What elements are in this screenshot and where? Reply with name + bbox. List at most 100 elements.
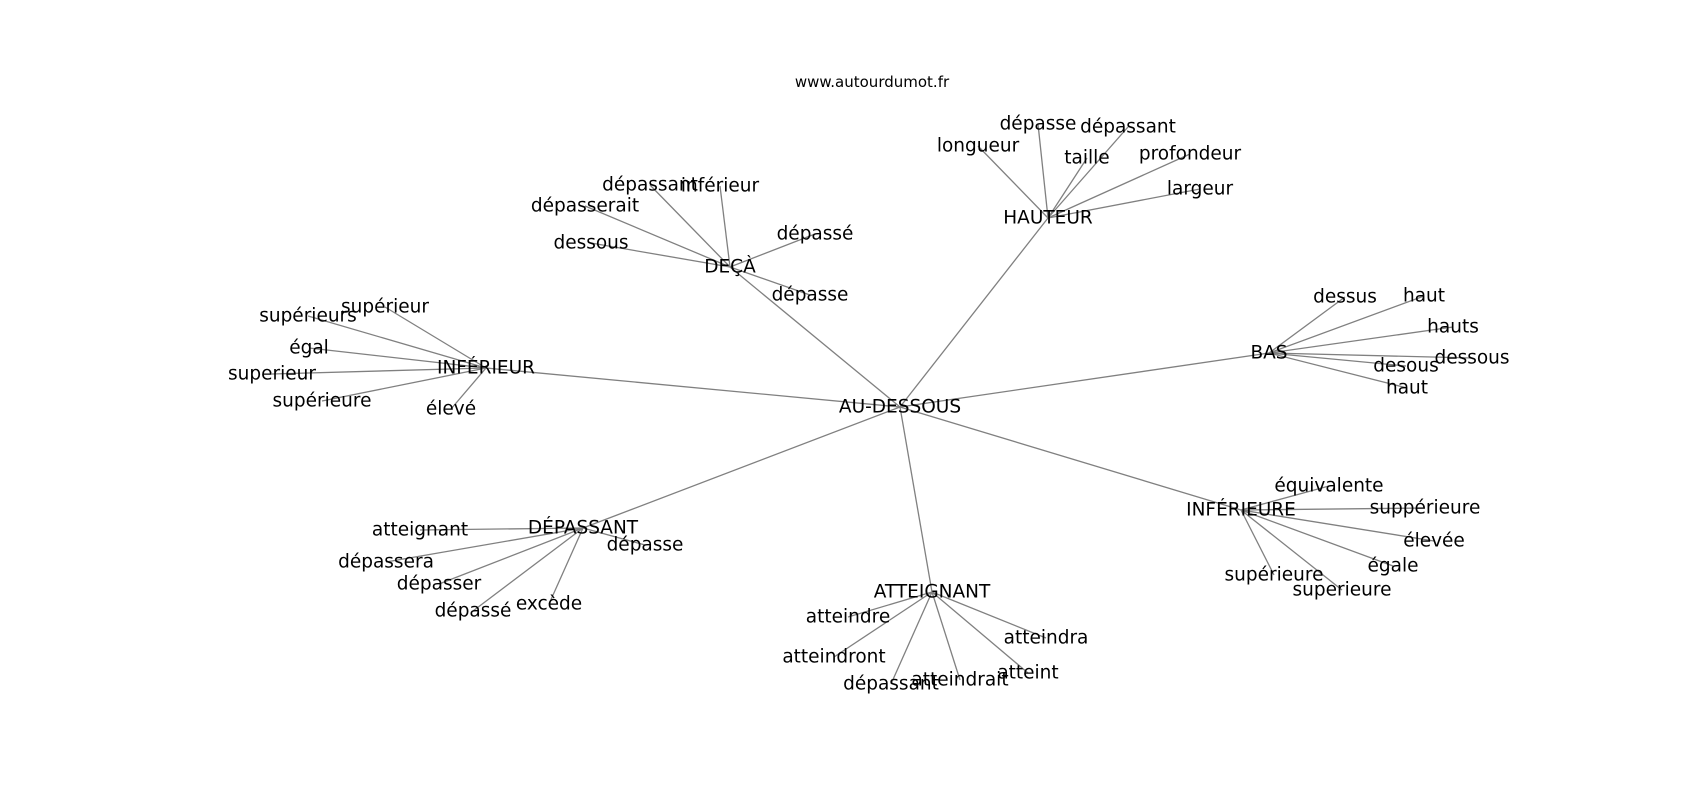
leaf-node-bas-1: dessus [1313, 287, 1377, 308]
leaf-node-atteignant-3: atteindront [782, 647, 885, 668]
leaf-node-hauteur-4: taille [1064, 148, 1109, 169]
leaf-node-atteignant-5: atteindrait [911, 670, 1008, 691]
edge-center-depassant [582, 406, 901, 529]
leaf-node-bas-4: desous [1373, 356, 1438, 377]
edge-center-bas [899, 352, 1270, 408]
edge-inferieure-inferieure-4 [1240, 509, 1394, 567]
leaf-node-inferieure-1: équivalente [1274, 476, 1383, 497]
edge-inferieur-inferieur-5 [321, 367, 487, 402]
edge-inferieur-inferieur-6 [450, 367, 487, 410]
edge-deca-deca-3 [584, 205, 731, 268]
leaf-node-bas-3: hauts [1427, 317, 1479, 338]
leaf-node-depassant-4: dépasser [397, 574, 482, 595]
leaf-node-inferieure-5: supérieure [1225, 565, 1324, 586]
edge-center-hauteur [899, 217, 1049, 408]
edge-atteignant-atteignant-3 [833, 591, 933, 658]
edge-deca-deca-5 [590, 242, 731, 268]
hub-node-inferieure: INFÉRIEURE [1186, 499, 1296, 521]
leaf-node-depassant-6: dépassé [435, 601, 512, 622]
leaf-node-depassant-3: dépassera [338, 552, 434, 573]
leaf-node-bas-5: dessous [1434, 348, 1509, 369]
leaf-node-inferieure-4: égale [1368, 556, 1419, 577]
edge-deca-deca-1 [649, 184, 731, 268]
edge-inferieur-inferieur-4 [271, 367, 487, 375]
edge-atteignant-atteignant-6 [890, 591, 933, 685]
leaf-node-deca-3: dépasserait [531, 196, 639, 217]
edge-hauteur-hauteur-6 [1047, 188, 1201, 219]
leaf-node-deca-4: dépassé [777, 224, 854, 245]
edge-atteignant-atteignant-2 [931, 591, 1047, 639]
leaf-node-atteignant-1: atteindre [806, 607, 890, 628]
leaf-node-inferieure-6: superieure [1293, 580, 1392, 601]
edge-inferieur-inferieur-3 [308, 347, 487, 369]
leaf-node-inferieure-2: suppérieure [1370, 498, 1481, 519]
edge-atteignant-atteignant-5 [931, 591, 961, 681]
leaf-node-hauteur-5: profondeur [1139, 144, 1242, 165]
leaf-node-deca-6: dépasse [772, 285, 849, 306]
leaf-node-inferieur-1: supérieur [341, 297, 429, 318]
leaf-node-depassant-2: dépasse [607, 535, 684, 556]
edge-atteignant-atteignant-4 [931, 591, 1029, 674]
hub-node-inferieur: INFÉRIEUR [437, 357, 535, 379]
edge-atteignant-atteignant-1 [847, 591, 933, 618]
center-node: AU-DESSOUS [839, 397, 961, 418]
edge-depassant-depassant-6 [472, 527, 584, 612]
edge-inferieure-inferieure-6 [1240, 509, 1343, 591]
edge-inferieure-inferieure-5 [1240, 509, 1275, 576]
edge-depassant-depassant-2 [582, 527, 646, 546]
edge-inferieur-inferieur-1 [384, 306, 487, 369]
leaf-node-hauteur-1: dépasse [1000, 114, 1077, 135]
leaf-node-inferieur-6: élevé [426, 399, 476, 420]
edge-depassant-depassant-1 [419, 527, 584, 531]
leaf-node-inferieur-4: superieur [228, 364, 316, 385]
site-label: www.autourdumot.fr [795, 73, 950, 91]
leaf-node-atteignant-6: dépassant [843, 674, 939, 695]
hub-node-depassant: DÉPASSANT [528, 517, 639, 539]
edge-depassant-depassant-3 [385, 527, 584, 563]
hub-node-bas: BAS [1250, 343, 1287, 364]
edge-bas-bas-6 [1268, 352, 1408, 389]
edge-hauteur-hauteur-4 [1047, 157, 1088, 219]
hub-node-hauteur: HAUTEUR [1003, 208, 1093, 229]
leaf-node-depassant-1: atteignant [372, 520, 468, 541]
hub-node-atteignant: ATTEIGNANT [874, 582, 991, 603]
edge-hauteur-hauteur-1 [1037, 123, 1049, 219]
edge-inferieure-inferieure-3 [1240, 509, 1435, 542]
leaf-node-bas-6: haut [1386, 378, 1428, 399]
edge-deca-deca-6 [729, 266, 811, 296]
edge-deca-deca-4 [729, 233, 816, 268]
edge-hauteur-hauteur-3 [977, 145, 1049, 219]
leaf-node-deca-5: dessous [553, 233, 628, 254]
leaf-node-inferieur-3: égal [289, 338, 329, 359]
leaf-node-hauteur-3: longueur [937, 136, 1020, 157]
leaf-node-depassant-5: excède [516, 594, 582, 615]
edge-bas-bas-5 [1268, 352, 1473, 359]
edge-hauteur-hauteur-5 [1047, 153, 1191, 219]
hub-node-deca: DEÇÀ [704, 256, 756, 278]
edge-bas-bas-4 [1268, 352, 1407, 367]
edge-center-inferieure [899, 406, 1242, 511]
leaf-node-atteignant-2: atteindra [1004, 628, 1089, 649]
edge-center-inferieur [485, 367, 901, 408]
leaf-node-inferieur-5: supérieure [273, 391, 372, 412]
edge-inferieure-inferieure-1 [1240, 485, 1330, 511]
leaf-node-hauteur-6: largeur [1167, 179, 1234, 200]
leaf-node-deca-2: inférieur [681, 176, 760, 197]
edge-inferieure-inferieure-2 [1240, 507, 1426, 511]
edge-bas-bas-1 [1268, 296, 1346, 354]
graph-labels: www.autourdumot.fr dépassantinférieurdép… [228, 73, 1510, 695]
graph-edges [271, 123, 1473, 685]
edge-hauteur-hauteur-2 [1047, 126, 1129, 219]
leaf-node-atteignant-4: atteint [997, 663, 1058, 684]
edge-bas-bas-2 [1268, 295, 1425, 354]
leaf-node-deca-1: dépassant [602, 175, 698, 196]
leaf-node-hauteur-2: dépassant [1080, 117, 1176, 138]
edge-bas-bas-3 [1268, 326, 1454, 354]
leaf-node-inferieure-3: élevée [1403, 531, 1465, 552]
edge-inferieur-inferieur-2 [307, 315, 487, 369]
edge-depassant-depassant-5 [548, 527, 584, 605]
edge-deca-deca-2 [719, 185, 731, 268]
edge-center-deca [729, 266, 901, 408]
leaf-node-bas-2: haut [1403, 286, 1445, 307]
